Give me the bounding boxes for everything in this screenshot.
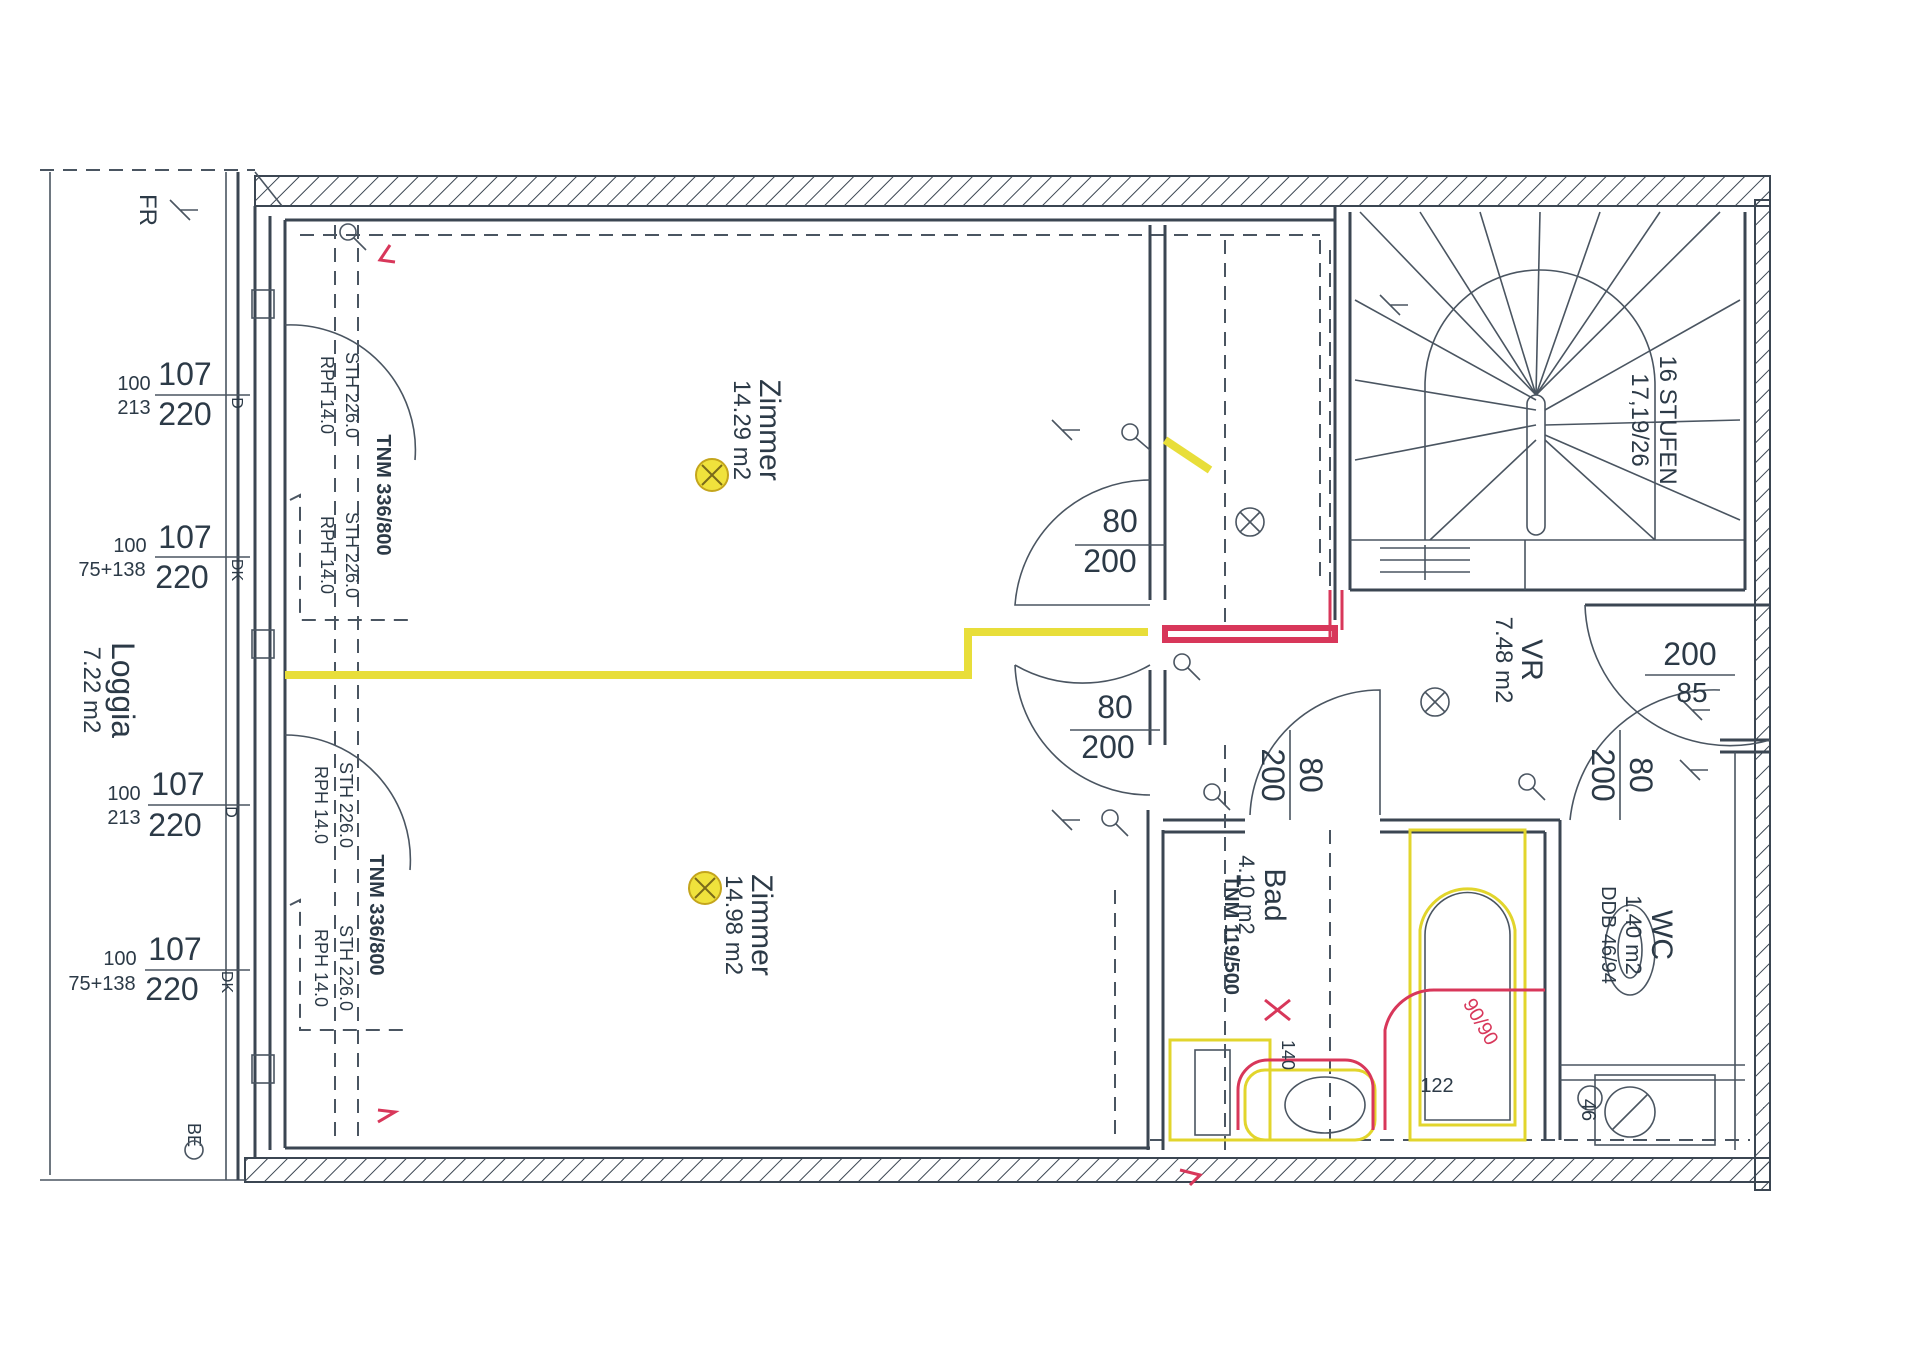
dim-122: 122 xyxy=(1420,1075,1453,1097)
stairs-title: 16 STUFEN xyxy=(1654,355,1681,484)
fr-label: FR xyxy=(134,194,161,226)
svg-text:107: 107 xyxy=(148,931,201,967)
tnm-note-top: TNM 336/800 xyxy=(372,434,394,555)
be-symbol-icon xyxy=(184,1140,204,1160)
svg-text:107: 107 xyxy=(151,766,204,802)
svg-text:220: 220 xyxy=(158,396,211,432)
dim-9090: 90/90 xyxy=(1458,995,1502,1049)
sth-note-2: STH 226.0 xyxy=(342,512,362,598)
room-area-wc: 1.40 m2 xyxy=(1621,895,1646,975)
exterior-wall-right xyxy=(1754,199,1771,1191)
door-label-3: 80 200 xyxy=(1255,730,1329,820)
svg-text:80: 80 xyxy=(1623,757,1659,793)
svg-text:80: 80 xyxy=(1102,503,1138,539)
room-name-wc: WC xyxy=(1645,910,1678,960)
exterior-wall-bottom xyxy=(244,1157,1771,1183)
window-label-4: 100 75+138 107 220 DK xyxy=(68,931,250,1007)
svg-text:220: 220 xyxy=(155,559,208,595)
svg-text:220: 220 xyxy=(145,971,198,1007)
svg-text:200: 200 xyxy=(1255,748,1291,801)
highlight-red-wall xyxy=(1162,625,1338,643)
svg-text:D: D xyxy=(228,397,245,409)
room-name-vr: VR xyxy=(1515,639,1548,681)
svg-text:75+138: 75+138 xyxy=(78,559,145,581)
wc-ddb-label: DDB 46/94 xyxy=(1597,886,1619,984)
svg-text:200: 200 xyxy=(1083,543,1136,579)
light-fixture-icon xyxy=(688,871,722,905)
sth-note-3: STH 226.0 xyxy=(336,762,356,848)
svg-text:80: 80 xyxy=(1293,757,1329,793)
svg-text:D: D xyxy=(222,806,239,818)
ceiling-outlet-icon xyxy=(1235,507,1265,537)
svg-text:100: 100 xyxy=(103,948,136,970)
wc-fixtures xyxy=(1577,904,1716,1146)
rph-note-3: RPH 14.0 xyxy=(311,766,331,844)
tnm-note-bottom: TNM 336/800 xyxy=(365,854,387,975)
highlight-partition-wall xyxy=(285,628,1148,679)
facade-wall xyxy=(251,206,275,1158)
room-name-loggia: Loggia xyxy=(105,642,141,738)
window-label-2: 100 75+138 107 220 DK xyxy=(78,519,250,595)
bath-fixtures xyxy=(1168,828,1545,1142)
socket-icon xyxy=(169,199,1710,831)
exterior-wall-top xyxy=(254,175,1771,207)
door-label-5: 200 85 xyxy=(1645,636,1735,708)
room-area-vr: 7.48 m2 xyxy=(1490,617,1517,704)
room-area-loggia: 7.22 m2 xyxy=(78,647,105,734)
sth-note-4: STH 226.0 xyxy=(336,925,356,1011)
room-area-zimmer-bottom: 14.98 m2 xyxy=(720,875,747,975)
svg-text:75+138: 75+138 xyxy=(68,973,135,995)
room-name-bad: Bad xyxy=(1258,868,1291,921)
stairs-spec: 17,19/26 xyxy=(1626,373,1653,466)
dim-140: 140 xyxy=(1278,1040,1298,1070)
svg-text:100: 100 xyxy=(113,535,146,557)
rph-note-4: RPH 14.0 xyxy=(311,929,331,1007)
room-name-zimmer-top: Zimmer xyxy=(753,379,786,481)
svg-text:DK: DK xyxy=(228,559,245,582)
rph-note-2: RPH 14.0 xyxy=(317,516,337,594)
tnm-note-bad: TNM 119/500 xyxy=(1220,875,1242,995)
interior-walls xyxy=(283,206,1770,1150)
svg-text:85: 85 xyxy=(1676,677,1707,708)
room-area-zimmer-top: 14.29 m2 xyxy=(728,380,755,480)
svg-text:100: 100 xyxy=(117,373,150,395)
door-label-4: 80 200 xyxy=(1585,730,1659,820)
sth-note-1: STH 226.0 xyxy=(342,352,362,438)
svg-text:200: 200 xyxy=(1663,636,1716,672)
svg-text:DK: DK xyxy=(218,971,235,994)
staircase xyxy=(1354,211,1741,580)
light-fixture-icon xyxy=(695,458,729,492)
svg-text:107: 107 xyxy=(158,519,211,555)
room-area-bad: 4.10 m2 xyxy=(1234,855,1259,935)
window-label-3: 100 213 107 220 D xyxy=(107,766,250,843)
svg-text:200: 200 xyxy=(1585,748,1621,801)
dim-46: 46 xyxy=(1577,1099,1599,1121)
rph-note-1: RPH 14.0 xyxy=(317,356,337,434)
red-markup xyxy=(377,244,1203,1187)
ceiling-outlet-icon xyxy=(1420,687,1450,717)
svg-text:80: 80 xyxy=(1097,689,1133,725)
svg-text:200: 200 xyxy=(1081,729,1134,765)
window-label-1: 100 213 107 220 D xyxy=(117,356,250,432)
svg-text:220: 220 xyxy=(148,807,201,843)
svg-text:213: 213 xyxy=(117,397,150,419)
svg-text:213: 213 xyxy=(107,807,140,829)
svg-text:100: 100 xyxy=(107,783,140,805)
highlight-wall-corner xyxy=(1162,436,1213,474)
room-name-zimmer-bottom: Zimmer xyxy=(745,874,778,976)
switch-icon xyxy=(339,223,1546,837)
svg-text:107: 107 xyxy=(158,356,211,392)
service-lines xyxy=(334,225,1331,1150)
door-swings xyxy=(284,324,1771,1031)
loggia-area xyxy=(40,169,283,1181)
door-label-1: 80 200 xyxy=(1075,503,1165,579)
door-label-2: 80 200 xyxy=(1070,689,1160,765)
be-label: BE xyxy=(184,1123,204,1147)
